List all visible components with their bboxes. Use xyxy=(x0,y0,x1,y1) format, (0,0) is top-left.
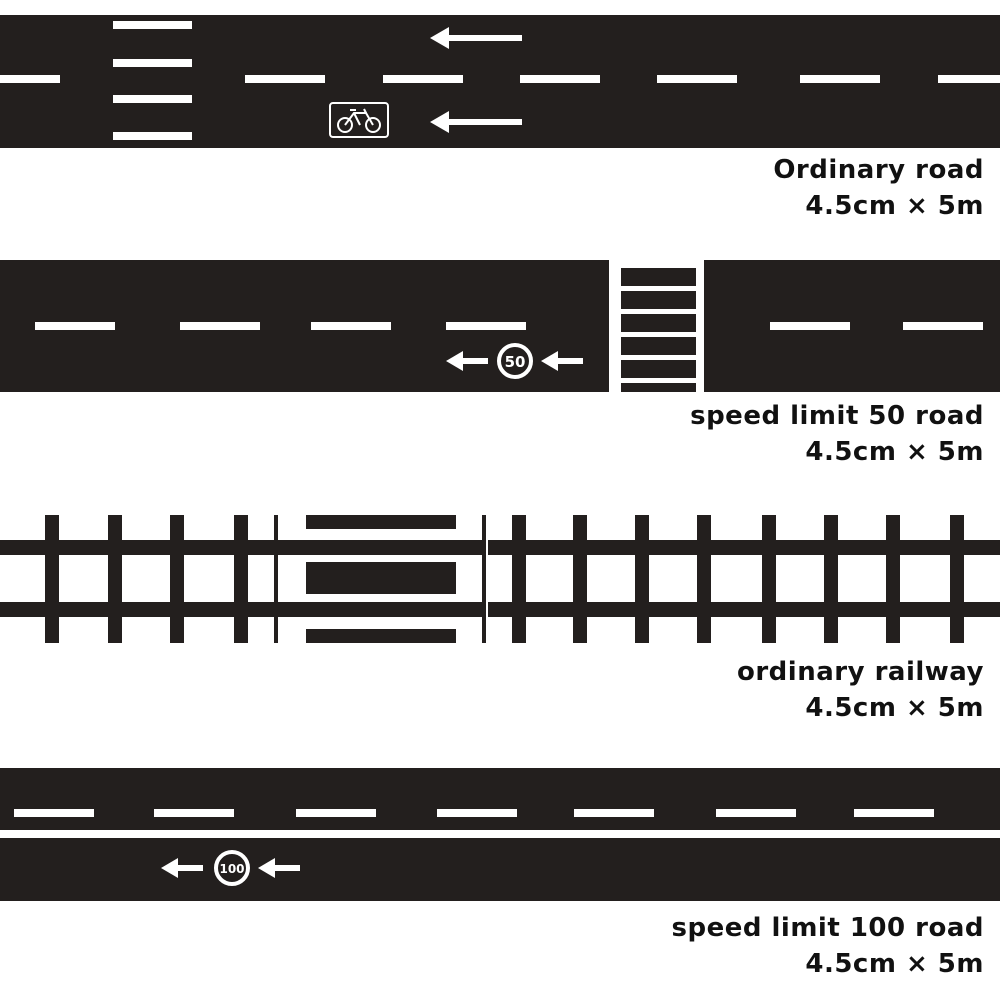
center-lane-dashes xyxy=(14,809,934,817)
strip-size: 4.5cm × 5m xyxy=(805,949,984,979)
arrow-left-icon xyxy=(541,351,583,371)
strip-label-ordinary-road: Ordinary road 4.5cm × 5m xyxy=(773,152,984,224)
strip-name: speed limit 100 road xyxy=(671,913,984,943)
bicycle-icon xyxy=(329,102,389,138)
ordinary-railway-strip xyxy=(0,515,1000,643)
rail-track-icon xyxy=(0,515,1000,643)
crosswalk-bars xyxy=(113,21,192,140)
speed-sign-icon: 100 xyxy=(214,850,250,886)
arrow-left-icon xyxy=(258,858,300,878)
speed-limit-50-road-strip: 50 xyxy=(0,260,1000,392)
speed-limit-100-road-strip: 100 xyxy=(0,768,1000,901)
crosswalk-icon xyxy=(609,260,704,392)
arrow-left-icon xyxy=(430,111,522,133)
strip-label-speed-limit-100: speed limit 100 road 4.5cm × 5m xyxy=(672,910,985,982)
strip-size: 4.5cm × 5m xyxy=(805,437,984,467)
strip-size: 4.5cm × 5m xyxy=(805,693,984,723)
arrow-left-icon xyxy=(430,27,522,49)
strip-label-ordinary-railway: ordinary railway 4.5cm × 5m xyxy=(737,654,984,726)
ordinary-road-strip xyxy=(0,15,1000,148)
strip-name: ordinary railway xyxy=(737,657,984,687)
level-crossing-icon xyxy=(274,515,488,643)
center-lane-dashes xyxy=(0,75,1000,83)
speed-sign-value: 100 xyxy=(219,862,244,876)
speed-sign-icon: 50 xyxy=(497,343,533,379)
strip-name: speed limit 50 road xyxy=(690,401,984,431)
arrow-left-icon xyxy=(161,858,203,878)
strip-name: Ordinary road xyxy=(773,155,984,185)
center-lane-dashes xyxy=(35,322,983,330)
strip-size: 4.5cm × 5m xyxy=(805,191,984,221)
speed-sign-value: 50 xyxy=(505,353,526,371)
edge-line xyxy=(0,830,1000,838)
strip-label-speed-limit-50: speed limit 50 road 4.5cm × 5m xyxy=(690,398,984,470)
arrow-left-icon xyxy=(446,351,488,371)
